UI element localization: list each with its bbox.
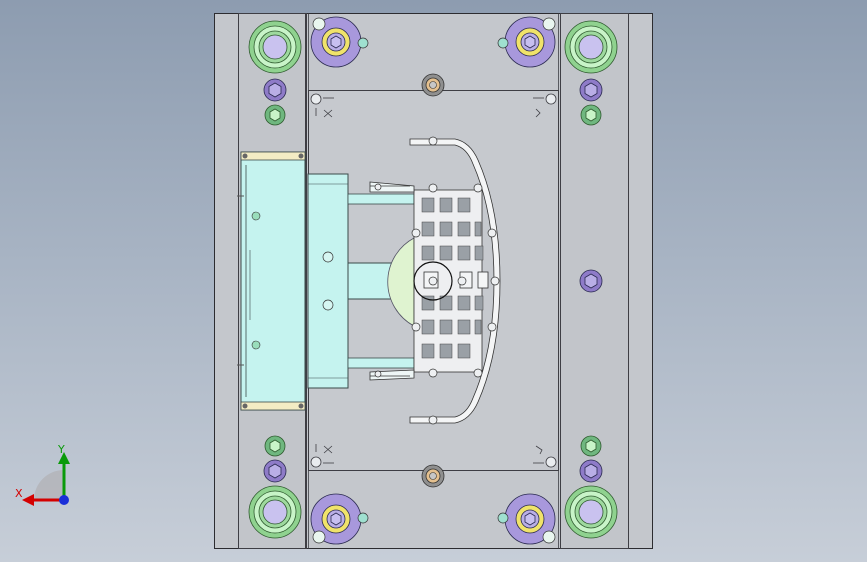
guide-pillars — [248, 20, 618, 539]
core-insert — [387, 237, 415, 327]
grille-part[interactable] — [369, 138, 501, 424]
return-pins — [310, 16, 556, 545]
sprue-bushing-bottom — [421, 464, 445, 488]
green-hex-bolts — [264, 104, 602, 457]
triad-plane — [34, 470, 64, 500]
y-axis-label: Y — [57, 443, 65, 456]
y-axis-arrow — [58, 452, 70, 464]
coordinate-triad: Y X — [15, 443, 70, 506]
corner-marks — [310, 93, 557, 468]
x-axis-label: X — [15, 487, 23, 500]
x-axis-arrow — [22, 494, 34, 506]
ejector-pins — [374, 136, 500, 425]
z-axis-dot — [59, 495, 69, 505]
sprue-bushing-top — [421, 73, 445, 97]
detail-callout-circle[interactable] — [413, 261, 453, 301]
small-studs — [312, 17, 556, 544]
